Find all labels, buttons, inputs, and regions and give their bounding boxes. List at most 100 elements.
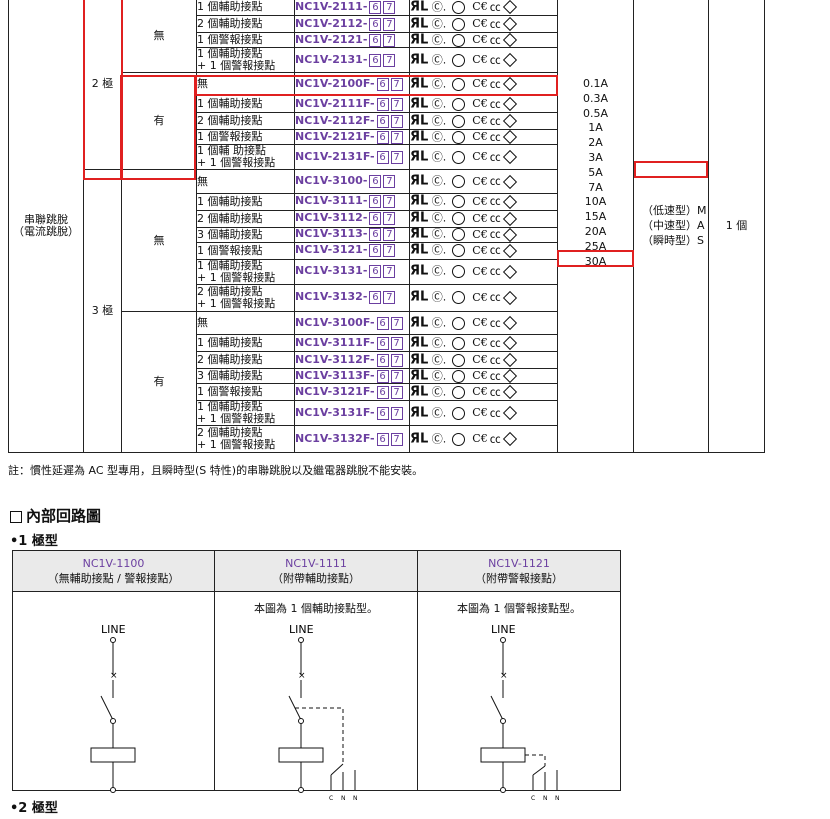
cert-marks: ЯL Ⓒ. C€㏄	[409, 351, 558, 370]
option-box: 6	[369, 228, 382, 242]
accessory-line: 1 個警報接點	[197, 385, 263, 399]
ce-mark-icon: C€	[472, 211, 488, 225]
footnote: 註：慣性延遲為 AC 型專用，且瞬時型(S 特性)的串聯跳脫以及繼電器跳脫不能安…	[8, 464, 424, 477]
accessory-line: 2 個輔助接點	[197, 353, 263, 367]
model-number: NC1V-2111-	[295, 0, 368, 13]
pse-mark-icon	[502, 385, 517, 400]
cert-marks: ЯL Ⓒ. C€㏄	[409, 310, 558, 336]
ce-mark-icon: C€	[472, 174, 488, 188]
option-box: 6	[376, 114, 389, 128]
accessory-cell: 2 個輔助接點	[196, 112, 295, 131]
accessory-line: 1 個警報接點	[197, 33, 263, 46]
option-box: 6	[376, 406, 389, 420]
ccc-mark-icon: ㏄	[489, 194, 501, 208]
cert-marks: ЯL Ⓒ. C€㏄	[409, 400, 558, 427]
amperage-value: 0.5A	[582, 106, 609, 120]
circuit-model: NC1V-1111	[285, 557, 347, 570]
ul-mark-icon: ЯL	[410, 210, 429, 226]
option-box: 7	[390, 114, 403, 128]
circle-mark-icon	[451, 212, 465, 226]
ccc-mark-icon: ㏄	[489, 243, 501, 257]
accessory-line: 無	[197, 316, 208, 330]
ce-mark-icon: C€	[472, 194, 488, 208]
ul-mark-icon: ЯL	[410, 52, 429, 67]
ccc-mark-icon: ㏄	[489, 114, 501, 128]
cert-marks: ЯL Ⓒ. C€㏄	[409, 129, 558, 146]
ccc-mark-icon: ㏄	[489, 77, 501, 91]
amperage-value: 7A	[588, 180, 603, 194]
model-number: NC1V-2111F-	[295, 96, 375, 110]
ce-mark-icon: C€	[472, 316, 488, 330]
svg-text:C: C	[329, 795, 333, 800]
option-box: 6	[369, 195, 382, 209]
cert-marks: ЯL Ⓒ. C€㏄	[409, 209, 558, 228]
pole-cell: 2 極	[83, 0, 122, 171]
shunt-cell: 無	[121, 169, 197, 312]
ce-mark-icon: C€	[472, 385, 488, 399]
group-label: 串聯跳脫（電流跳脫）	[8, 0, 84, 454]
accessory-line: 1 個輔助接點	[197, 258, 263, 272]
circuit-cell: 本圖為 1 個輔助接點型。LINE×LOADCNONC	[214, 591, 418, 800]
option-box: 7	[383, 33, 396, 47]
accessory-cell: 2 個輔助接點	[196, 209, 295, 228]
accessory-line: + 1 個警報接點	[197, 59, 276, 72]
model-number: NC1V-3131-	[295, 264, 368, 278]
shunt-cell: 有	[121, 310, 197, 454]
c-mark-icon: Ⓒ	[431, 336, 443, 350]
circle-mark-icon	[451, 0, 465, 14]
accessory-line: 2 個輔助接點	[197, 211, 263, 225]
ce-mark-icon: C€	[472, 130, 488, 144]
circle-mark-icon	[451, 150, 465, 164]
model-number: NC1V-2131-	[295, 52, 368, 66]
pse-mark-icon	[502, 0, 517, 15]
circuit-table: NC1V-1100（無輔助接點 / 警報接點）NC1V-1111（附帶輔助接點）…	[12, 550, 621, 800]
option-box: 6	[369, 17, 382, 31]
model-number: NC1V-3121F-	[295, 384, 375, 398]
pse-mark-icon	[502, 16, 517, 32]
ccc-mark-icon: ㏄	[489, 290, 501, 304]
ce-mark-icon: C€	[472, 290, 488, 304]
c-mark-icon: Ⓒ	[431, 114, 443, 128]
option-box: 7	[390, 150, 403, 164]
c-mark-icon: Ⓒ	[431, 33, 443, 46]
option-box: 7	[390, 369, 403, 383]
option-box: 6	[376, 369, 389, 383]
circle-mark-icon	[451, 432, 465, 446]
cert-marks: ЯL Ⓒ. C€㏄	[409, 241, 558, 260]
option-box: 6	[369, 33, 382, 47]
circle-mark-icon	[451, 114, 465, 128]
ul-mark-icon: ЯL	[410, 193, 429, 209]
pse-mark-icon	[502, 264, 517, 279]
pse-mark-icon	[502, 316, 517, 331]
accessory-line: 2 個輔助接點	[197, 17, 263, 30]
amperage-value: 0.3A	[582, 91, 609, 105]
ce-mark-icon: C€	[472, 227, 488, 241]
ccc-mark-icon: ㏄	[489, 17, 501, 30]
svg-text:LOAD: LOAD	[489, 798, 519, 800]
ul-mark-icon: ЯL	[410, 32, 429, 47]
c-mark-icon: Ⓒ	[431, 243, 443, 257]
option-box: 7	[383, 195, 396, 209]
circle-mark-icon	[451, 53, 465, 67]
ul-mark-icon: ЯL	[410, 242, 429, 258]
cert-marks: ЯL Ⓒ. C€㏄	[409, 192, 558, 211]
subtitle-1pole: •1 極型	[10, 534, 58, 549]
option-box: 7	[383, 17, 396, 31]
ce-mark-icon: C€	[472, 17, 488, 30]
accessory-cell: 無	[196, 169, 295, 194]
pse-mark-icon	[502, 32, 517, 48]
speed-type: （低速型）M	[642, 204, 707, 218]
speed-type: （瞬時型）S	[642, 234, 704, 248]
accessory-cell: 1 個輔助接點+ 1 個警報接點	[196, 258, 295, 285]
